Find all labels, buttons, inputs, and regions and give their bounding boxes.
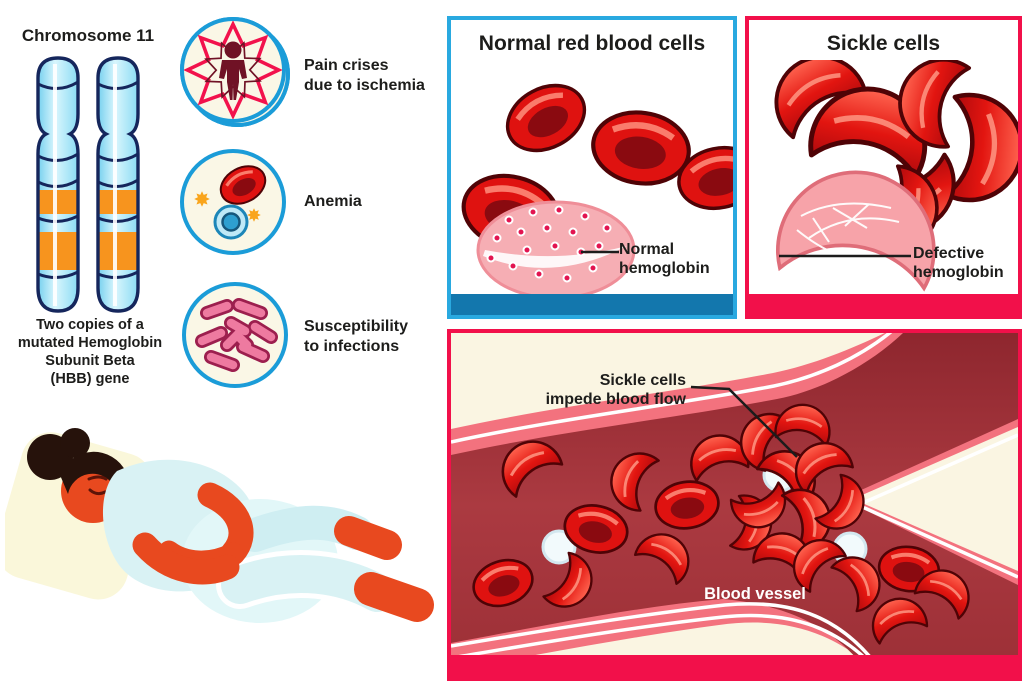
blood-cells-icon xyxy=(194,157,274,240)
symptom-label-anemia: Anemia xyxy=(304,193,362,210)
normal-cells-panel: Normal red blood cells Normal hem xyxy=(447,16,737,319)
patient-in-pain-illustration xyxy=(5,428,434,623)
chromosome-caption: Two copies of a mutated Hemoglobin Subun… xyxy=(17,317,163,388)
pain-person-icon xyxy=(185,22,281,118)
panel-accent-bar xyxy=(749,294,1018,315)
sickle-cells-illustration xyxy=(749,60,1018,292)
normal-red-blood-cells-illustration xyxy=(451,60,733,295)
defective-hemoglobin-cell xyxy=(776,170,936,292)
sickle-panel-title: Sickle cells xyxy=(826,32,941,55)
chromosome-copy xyxy=(36,56,80,313)
symptom-circle-anemia xyxy=(180,149,286,255)
chromosome-title: Chromosome 11 xyxy=(21,26,155,45)
normal-hemoglobin-cell xyxy=(476,200,636,295)
impede-blood-flow-callout: Sickle cells impede blood flow xyxy=(545,372,686,409)
symptom-label-pain: Pain crises due to ischemia xyxy=(304,57,425,94)
blood-vessel-panel: Sickle cells impede blood flow Blood ves… xyxy=(447,329,1022,681)
panel-accent-bar xyxy=(451,655,1018,677)
impede-callout-line xyxy=(690,385,798,458)
blood-vessel-illustration xyxy=(451,333,1018,677)
panel-accent-bar xyxy=(451,294,733,315)
normal-panel-title: Normal red blood cells xyxy=(478,32,706,55)
chromosome-copy xyxy=(96,56,140,313)
symptom-circle-pain xyxy=(180,17,286,123)
bacteria-icon xyxy=(195,298,278,372)
chromosome-11-illustration xyxy=(36,56,140,313)
symptom-circle-infections xyxy=(182,282,288,388)
symptom-label-infections: Susceptibility to infections xyxy=(304,318,409,355)
sickle-cells-panel: Sickle cells Defective hemoglobin xyxy=(745,16,1022,319)
defective-hemoglobin-callout: Defective hemoglobin xyxy=(913,245,1004,282)
blood-vessel-label: Blood vessel xyxy=(704,585,806,603)
normal-hemoglobin-callout: Normal hemoglobin xyxy=(619,241,710,278)
